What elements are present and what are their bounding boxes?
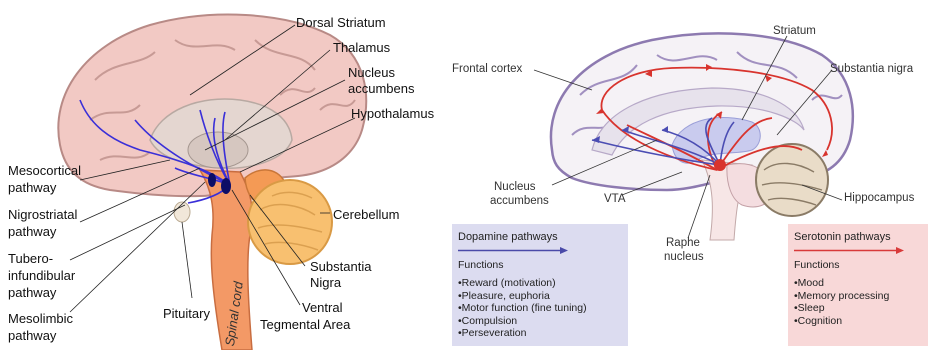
label-hippocampus: Hippocampus [844,191,914,205]
right-brain-diagram: Striatum Frontal cortex Substantia nigra… [452,0,934,350]
label-frontal-cortex: Frontal cortex [452,62,522,76]
dopamine-function-item: •Pleasure, euphoria [458,290,622,303]
serotonin-arrow-icon [794,246,904,255]
serotonin-title: Serotonin pathways [794,231,922,244]
label-tubero-1: Tubero- [8,250,53,267]
serotonin-function-item: •Mood [794,277,922,290]
label-nigrostriatal-2: pathway [8,223,56,240]
label-vta: VTA [604,192,626,206]
label-mesolimbic-1: Mesolimbic [8,310,73,327]
label-mesocortical-1: Mesocortical [8,162,81,179]
raphe-dot [714,159,726,171]
dopamine-arrow-icon [458,246,568,255]
label-tubero-3: pathway [8,284,56,301]
label-pituitary: Pituitary [163,305,210,322]
label-nucleus-accumbens-2: accumbens [348,80,414,97]
dopamine-function-item: •Compulsion [458,315,622,328]
serotonin-functions-list: •Mood •Memory processing •Sleep •Cogniti… [794,277,922,327]
serotonin-function-item: •Memory processing [794,290,922,303]
dopamine-legend-box: Dopamine pathways Functions •Reward (mot… [452,224,628,346]
label-dorsal-striatum: Dorsal Striatum [296,14,386,31]
label-nucleus-accumbens-1: Nucleus [348,64,395,81]
right-cerebellum [756,144,828,216]
label-raphe-1: Raphe [666,236,700,250]
label-right-nucleus-1: Nucleus [494,180,536,194]
label-striatum: Striatum [773,24,816,38]
serotonin-functions-label: Functions [794,259,922,272]
label-thalamus: Thalamus [333,39,390,56]
label-hypothalamus: Hypothalamus [351,105,434,122]
vta-dot [221,178,231,194]
left-brain-diagram: Dorsal Striatum Thalamus Nucleus accumbe… [0,0,450,350]
pituitary-shape [174,202,190,222]
dopamine-functions-label: Functions [458,259,622,272]
dopamine-functions-list: •Reward (motivation) •Pleasure, euphoria… [458,277,622,340]
label-substantia-2: Nigra [310,274,341,291]
dopamine-title: Dopamine pathways [458,231,622,244]
label-right-nucleus-2: accumbens [490,194,549,208]
label-raphe-2: nucleus [664,250,704,264]
serotonin-function-item: •Sleep [794,302,922,315]
dopamine-function-item: •Perseveration [458,327,622,340]
substantia-nigra-dot [208,173,216,187]
serotonin-legend-box: Serotonin pathways Functions •Mood •Memo… [788,224,928,346]
label-mesocortical-2: pathway [8,179,56,196]
label-tubero-2: infundibular [8,267,75,284]
label-cerebellum: Cerebellum [333,206,399,223]
dopamine-function-item: •Motor function (fine tuning) [458,302,622,315]
label-substantia-nigra: Substantia nigra [830,62,913,76]
dopamine-function-item: •Reward (motivation) [458,277,622,290]
label-nigrostriatal-1: Nigrostriatal [8,206,77,223]
label-ventral-2: Tegmental Area [260,316,350,333]
label-substantia-1: Substantia [310,258,371,275]
serotonin-function-item: •Cognition [794,315,922,328]
label-mesolimbic-2: pathway [8,327,56,344]
label-ventral-1: Ventral [302,299,342,316]
